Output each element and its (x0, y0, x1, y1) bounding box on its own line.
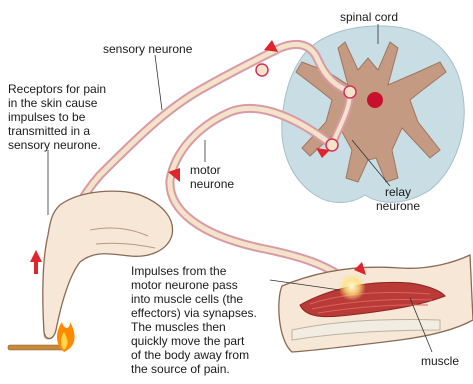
leader-sensory (155, 55, 162, 110)
synapse-relay-motor (326, 139, 338, 151)
motor-neurone-label: motor neurone (190, 163, 234, 191)
impulses-label: Impulses from the motor neurone pass int… (131, 264, 301, 376)
relay-neurone-label: relay neurone (365, 185, 431, 213)
muscle-label: muscle (421, 354, 459, 368)
sensory-cell-body (256, 64, 268, 76)
spinal-cord-label: spinal cord (340, 10, 398, 24)
arm (279, 255, 473, 352)
match (8, 322, 75, 352)
arrow-up-finger-stem (34, 262, 38, 274)
arrow-up-finger-icon (30, 250, 42, 262)
central-canal (367, 92, 383, 108)
synapse-sensory-relay (344, 86, 356, 98)
synapse-glow (338, 273, 366, 301)
sensory-neurone-label: sensory neurone (103, 42, 192, 56)
match-stick (8, 345, 64, 350)
receptors-label: Receptors for pain in the skin cause imp… (8, 82, 128, 152)
